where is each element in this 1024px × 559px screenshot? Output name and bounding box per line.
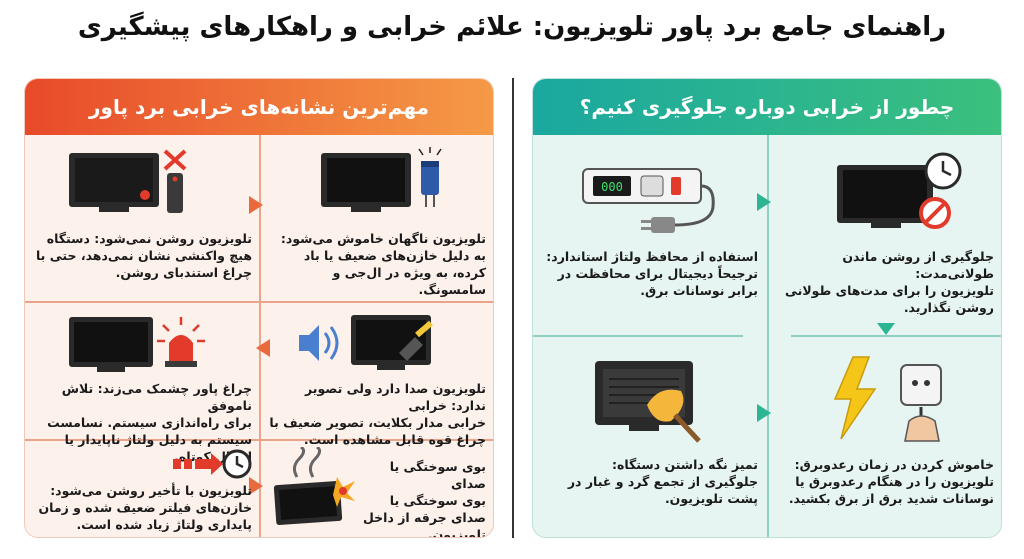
prevention-item: 000 استفاده از محافظ ولتاژ استاندارد: تر… [533,137,768,333]
prevention-desc: تلویزیون را در هنگام رعدوبرق یا نوسانات … [788,473,994,506]
symptom-title: چراغ پاور چشمک می‌زند: تلاش ناموفق [61,381,252,413]
symptom-item: چراغ پاور چشمک می‌زند: تلاش ناموفق برای … [25,303,260,464]
symptom-item: تلویزیون روشن نمی‌شود: دستگاه هیچ واکنشی… [25,137,260,301]
prevention-item: تمیز نگه داشتن دستگاه: جلوگیری از تجمع گ… [533,341,768,537]
symptom-title: تلویزیون صدا دارد ولی تصویر ندارد: خرابی [304,381,486,413]
symptom-title: تلویزیون ناگهان خاموش می‌شود: [280,231,486,246]
tv-duster-icon [589,355,709,449]
arrow-right-icon [249,477,263,495]
prevention-title: استفاده از محافظ ولتاژ استاندارد: [546,249,758,264]
center-divider [512,78,514,538]
surge-protector-icon: 000 [579,159,719,243]
svg-text:000: 000 [601,180,623,194]
arrow-right-icon [249,196,263,214]
symptoms-row-divider-2 [25,439,493,441]
symptom-desc: خازن‌های فیلتر ضعیف شده و زمان پایداری و… [38,499,253,532]
tv-remote-x-icon [65,147,205,221]
prevention-panel: چطور از خرابی دوباره جلوگیری کنیم؟ جلوگی… [532,78,1002,538]
prevention-heading: چطور از خرابی دوباره جلوگیری کنیم؟ [533,79,1001,135]
arrow-right-icon [757,404,771,422]
symptom-desc: به دلیل خازن‌های ضعیف یا باد کرده، به وی… [303,247,486,297]
symptoms-row-divider-1 [25,301,493,303]
tv-alarm-icon [65,313,215,379]
symptom-item: بوی سوختگی یا صدای بوی سوختگی یا صدای جر… [261,441,493,538]
symptom-item: تلویزیون صدا دارد ولی تصویر ندارد: خرابی… [261,303,493,447]
symptoms-heading: مهم‌ترین نشانه‌های خرابی برد پاور [25,79,493,135]
prevention-vertical-divider [767,135,769,537]
page-title: راهنمای جامع برد پاور تلویزیون: علائم خر… [77,12,947,42]
prevention-desc: ترجیحاً دیجیتال برای محافظت در برابر نوس… [557,265,758,298]
prevention-title: خاموش کردن در زمان رعدوبرق: [794,457,994,472]
tv-clock-arrow-icon [173,447,253,485]
symptom-title: بوی سوختگی یا صدای [389,459,486,491]
symptom-title: تلویزیون روشن نمی‌شود: دستگاه [46,231,252,246]
symptom-desc: خرابی مدار بکلایت، تصویر ضعیف با چراغ قو… [269,414,486,447]
tv-smoke-spark-icon [269,445,359,535]
tv-clock-no-icon [831,151,971,241]
prevention-item: جلوگیری از روشن ماندن طولانی‌مدت: تلویزی… [769,137,1001,333]
symptom-item: تلویزیون ناگهان خاموش می‌شود: به دلیل خا… [261,137,493,301]
tv-capacitor-icon [311,147,451,221]
symptoms-panel: مهم‌ترین نشانه‌های خرابی برد پاور تلویزی… [24,78,494,538]
prevention-title: تمیز نگه داشتن دستگاه: [611,457,758,472]
arrow-right-icon [757,193,771,211]
lightning-plug-icon [823,355,953,449]
symptom-title: تلویزیون با تأخیر روشن می‌شود: [50,483,252,498]
prevention-row-divider [533,335,743,337]
prevention-desc: تلویزیون را برای مدت‌های طولانی روشن نگذ… [785,282,994,315]
symptom-desc: هیچ واکنشی نشان نمی‌دهد، حتی با چراغ است… [35,247,252,280]
prevention-item: خاموش کردن در زمان رعدوبرق: تلویزیون را … [769,341,1001,537]
prevention-row-divider [791,335,1001,337]
arrow-down-icon [877,323,895,335]
symptom-desc: بوی سوختگی یا صدای جرقه از داخل تلویزیون… [363,492,486,538]
symptoms-vertical-divider [259,135,261,537]
prevention-title: جلوگیری از روشن ماندن طولانی‌مدت: [842,249,994,281]
tv-speaker-flashlight-icon [291,313,441,379]
arrow-left-icon [256,339,270,357]
symptom-item: تلویزیون با تأخیر روشن می‌شود: خازن‌های … [25,441,260,537]
prevention-desc: جلوگیری از تجمع گرد و غبار در پشت تلویزی… [567,473,758,506]
